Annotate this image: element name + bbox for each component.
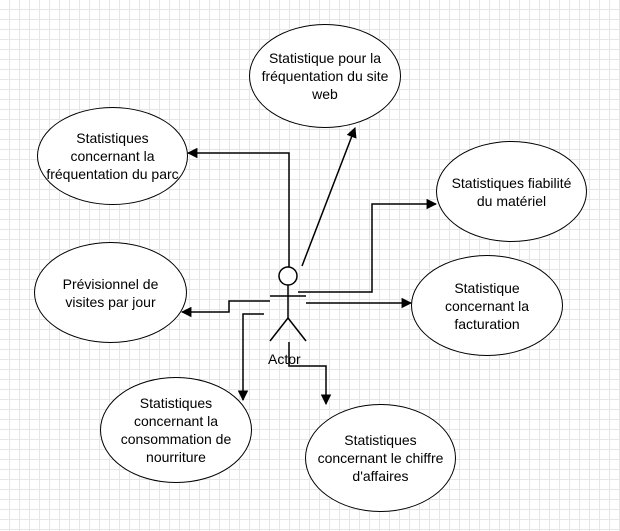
edge-to-site-web <box>301 127 357 267</box>
edge-to-nourriture <box>237 313 264 402</box>
actor-label: Actor <box>268 351 301 367</box>
use-case-previsionnel-visites[interactable]: Prévisionnel de visites par jour <box>34 242 187 343</box>
use-case-fiabilite-materiel[interactable]: Statistiques fiabilité du matériel <box>436 141 587 242</box>
actor-figure[interactable] <box>269 266 307 342</box>
use-case-label: Statistiques concernant la fréquentation… <box>46 130 179 182</box>
edge-to-chiffre-affaires <box>288 342 332 406</box>
edge-to-previsionnel <box>180 300 270 318</box>
use-case-label: Statistiques concernant la consommation … <box>120 395 232 465</box>
use-case-label: Statistiques concernant le chiffre d'aff… <box>317 432 444 484</box>
use-case-frequentation-parc[interactable]: Statistiques concernant la fréquentation… <box>37 107 188 205</box>
use-case-chiffre-affaires[interactable]: Statistiques concernant le chiffre d'aff… <box>305 404 456 512</box>
use-case-label: Prévisionnel de visites par jour <box>62 275 159 310</box>
use-case-site-web[interactable]: Statistique pour la fréquentation du sit… <box>249 24 401 128</box>
edge-to-frequentation-parc <box>186 147 290 268</box>
use-case-label: Statistiques fiabilité du matériel <box>451 174 572 209</box>
edge-to-fiabilite <box>298 198 438 293</box>
use-case-label: Statistique pour la fréquentation du sit… <box>261 50 389 102</box>
use-case-consommation-nourriture[interactable]: Statistiques concernant la consommation … <box>100 377 252 483</box>
use-case-label: Statistique concernant la facturation <box>444 279 530 332</box>
use-case-facturation[interactable]: Statistique concernant la facturation <box>411 255 563 356</box>
